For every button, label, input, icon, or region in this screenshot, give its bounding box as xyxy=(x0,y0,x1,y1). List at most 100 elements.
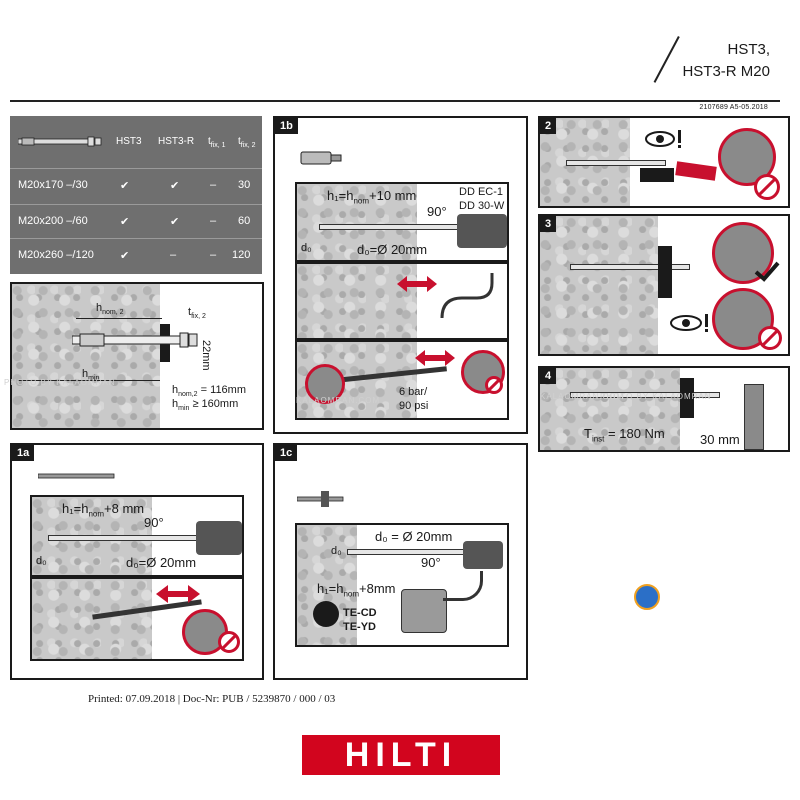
col-hst3: HST3 xyxy=(116,136,142,147)
concrete-base xyxy=(297,264,417,338)
vacuum-cleaner xyxy=(401,589,447,633)
drill-bit xyxy=(48,535,198,541)
core-drill xyxy=(319,224,459,230)
watermark: PHOTO BY KALAOMRAN xyxy=(600,392,712,401)
step-number: 2 xyxy=(540,118,557,134)
print-info: Printed: 07.09.2018 | Doc-Nr: PUB / 5239… xyxy=(88,693,336,705)
prohibited-icon xyxy=(758,326,782,350)
product-title-line1: HST3, xyxy=(727,41,770,58)
table-row: M20x170 –/30 ✔ ✔ – 30 xyxy=(10,168,262,202)
anchor-size-table: HST3 HST3-R tfix, 1 tfix, 2 M20x170 –/30… xyxy=(10,116,262,274)
panel-3-check: 3 xyxy=(538,214,790,356)
water-pipe-icon xyxy=(440,273,494,319)
label-torque: Tinst = 180 Nm xyxy=(584,426,665,444)
label-d0-value: d₀ = Ø 20mm xyxy=(375,529,453,544)
label-hmin: hmin xyxy=(82,368,100,383)
drilling-frame: h₁=hnom+10 mm DD EC-1 DD 30-W 90° d₀ d₀=… xyxy=(295,182,509,262)
eye-icon xyxy=(670,314,708,332)
label-d0: d₀ xyxy=(331,545,342,557)
anchor-bolt xyxy=(570,264,690,270)
flushing-frame xyxy=(295,262,509,340)
label-angle: 90° xyxy=(144,515,164,530)
concrete-base xyxy=(32,579,152,659)
col-tfix2: tfix, 2 xyxy=(238,136,256,149)
label-pressure1: 6 bar/ xyxy=(399,386,428,398)
document-reference: 2107689 A5-05.2018 xyxy=(699,104,768,111)
concrete-base xyxy=(297,184,417,260)
double-arrow-icon xyxy=(415,350,455,366)
hollow-drill xyxy=(347,549,467,555)
panel-4-torque: 4 Tinst = 180 Nm 30 mm xyxy=(538,366,790,452)
hollow-drill-bit-icon xyxy=(297,491,344,507)
label-d0-value: d₀=Ø 20mm xyxy=(357,242,428,257)
table-row: M20x260 –/120 ✔ – – 120 xyxy=(10,238,262,272)
label-tool1: TE-CD xyxy=(343,607,377,619)
drill-machine xyxy=(196,521,242,555)
drill-machine xyxy=(463,541,503,569)
concrete-base xyxy=(540,368,680,450)
double-arrow-icon xyxy=(156,585,200,603)
fixture-plate xyxy=(680,378,694,418)
watermark: KALAOMRAN.COM xyxy=(540,392,625,401)
header-rule xyxy=(10,100,780,102)
watermark: PHOTO BY KALAOMRAN xyxy=(4,378,116,387)
header-slash xyxy=(653,36,680,83)
drill-bit-icon xyxy=(38,473,115,479)
drilling-frame: h₁=hnom+8 mm 90° d₀ d₀=Ø 20mm xyxy=(30,495,244,577)
label-30mm: 30 mm xyxy=(700,432,740,447)
cleaning-frame xyxy=(30,577,244,661)
zoom-detail xyxy=(712,222,774,284)
col-hst3r: HST3-R xyxy=(158,136,195,147)
table-row: M20x200 –/60 ✔ ✔ – 60 xyxy=(10,204,262,238)
label-d0-value: d₀=Ø 20mm xyxy=(126,555,197,570)
label-tool2: TE-YD xyxy=(343,621,376,633)
label-d0: d₀ xyxy=(301,242,312,254)
check-icon xyxy=(754,261,780,282)
dim-line-hnom2 xyxy=(76,318,162,319)
anchor-bolt xyxy=(566,160,666,166)
step-number: 3 xyxy=(540,216,557,232)
eye-icon xyxy=(645,130,681,148)
label-pressure2: 90 psi xyxy=(399,400,429,412)
panel-1c-hollow-drill: 1c d₀ = Ø 20mm d₀ 90° h₁=hnom+8mm TE-CD … xyxy=(273,443,528,680)
manual-icon xyxy=(313,601,339,627)
label-tool1: DD EC-1 xyxy=(459,186,504,198)
step-number: 4 xyxy=(540,368,557,384)
watermark: KALAOMRAN.COM xyxy=(296,396,381,405)
value-hmin: hmin ≥ 160mm xyxy=(172,398,239,413)
concrete-base xyxy=(540,216,658,354)
panel-1b-diamond-drilling: 1b h₁=hnom+10 mm DD EC-1 DD 30-W 90° d₀ … xyxy=(273,116,528,434)
step-number: 1b xyxy=(275,118,298,134)
prohibited-icon xyxy=(754,174,780,200)
zoom-detail xyxy=(305,364,345,404)
value-hnom2: hnom,2 = 116mm xyxy=(172,384,246,399)
panel-dimensions: hnom, 2 tfix, 2 22mm hmin hnom,2 = 116mm… xyxy=(10,282,264,430)
panel-1a-drilling: 1a h₁=hnom+8 mm 90° d₀ d₀=Ø 20mm xyxy=(10,443,264,680)
core-bit-icon xyxy=(300,151,342,165)
label-h1: h₁=hnom+8 mm xyxy=(62,501,145,519)
anchor-bolt-icon xyxy=(18,136,102,147)
hammer xyxy=(675,161,717,181)
site-logo-icon xyxy=(634,584,660,610)
torque-wrench xyxy=(744,384,764,450)
label-angle: 90° xyxy=(421,555,441,570)
brand-logo: HILTI xyxy=(302,735,500,775)
step-number: 1c xyxy=(275,445,298,461)
vacuum-drilling-frame: d₀ = Ø 20mm d₀ 90° h₁=hnom+8mm TE-CD TE-… xyxy=(295,523,509,647)
fixture-plate xyxy=(658,246,672,298)
product-title-line2: HST3-R M20 xyxy=(682,63,770,80)
label-angle: 90° xyxy=(427,204,447,219)
vacuum-hose xyxy=(443,571,483,601)
prohibited-icon xyxy=(218,631,240,653)
drill-machine xyxy=(457,214,507,248)
label-h1: h₁=hnom+10 mm xyxy=(327,188,417,206)
label-d0: d₀ xyxy=(36,555,47,567)
label-h1: h₁=hnom+8mm xyxy=(317,581,396,599)
concrete-base xyxy=(12,284,160,428)
col-tfix1: tfix, 1 xyxy=(208,136,226,149)
label-tool2: DD 30-W xyxy=(459,200,505,212)
step-number: 1a xyxy=(12,445,35,461)
label-tfix2: tfix, 2 xyxy=(188,306,206,321)
prohibited-icon xyxy=(485,376,503,394)
dim-line-hmin xyxy=(18,380,160,381)
